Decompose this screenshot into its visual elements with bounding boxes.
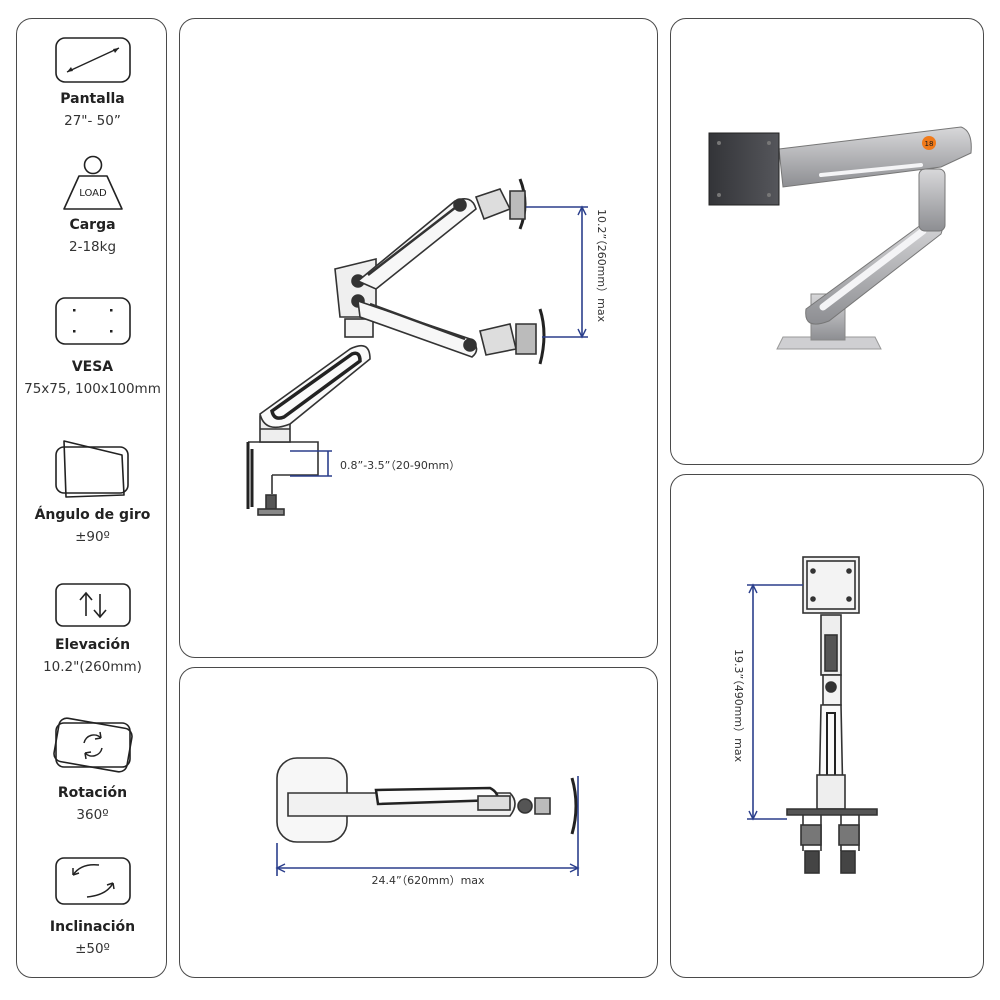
- spec-label: Inclinación: [49, 919, 136, 935]
- front-view-panel: 19.3”（490mm）max: [670, 474, 984, 978]
- tilt-icon: [54, 857, 131, 905]
- spec-value: 2-18kg: [68, 239, 117, 255]
- up-down-arrows-icon: [54, 583, 131, 627]
- spec-label: Rotación: [57, 785, 128, 801]
- spec-label: VESA: [71, 359, 114, 375]
- spec-value: ±50º: [75, 941, 110, 957]
- vesa-pattern-icon: [54, 297, 131, 345]
- spec-label: Elevación: [54, 637, 131, 653]
- height-dimension-label: 19.3”（490mm）max: [732, 649, 745, 763]
- spec-screen: Pantalla 27"- 50”: [17, 35, 166, 129]
- monitor-arm-front-drawing: [786, 556, 878, 874]
- spec-swivel: Ángulo de giro ±90º: [17, 437, 166, 545]
- spec-load: LOAD Carga 2-18kg: [17, 155, 166, 255]
- clamp-dimension: 0.8”-3.5”（20-90mm）: [290, 450, 460, 477]
- specs-panel: Pantalla 27"- 50” LOAD Carga 2-18kg VESA…: [16, 18, 167, 978]
- front-view-diagram: 19.3”（490mm）max: [732, 556, 878, 874]
- spec-value: 360º: [76, 807, 109, 823]
- spec-value: 75x75, 100x100mm: [24, 381, 161, 397]
- height-dimension: 19.3”（490mm）max: [732, 583, 803, 821]
- spec-rotation: Rotación 360º: [17, 713, 166, 823]
- spec-label: Pantalla: [60, 91, 125, 107]
- spec-label: Ángulo de giro: [34, 507, 151, 523]
- product-photo: 18: [708, 126, 972, 350]
- spec-value: ±90º: [75, 529, 110, 545]
- side-view-panel: 10.2”（260mm）max 0.8”-3.5”（20-90mm）: [179, 18, 658, 658]
- load-weight-icon: LOAD: [62, 155, 123, 210]
- spec-label: Carga: [69, 217, 116, 233]
- spec-tilt: Inclinación ±50º: [17, 855, 166, 957]
- spec-vesa: VESA 75x75, 100x100mm: [17, 295, 166, 397]
- spec-value: 27"- 50”: [64, 113, 121, 129]
- diagonal-screen-icon: [54, 37, 131, 83]
- top-view-diagram: 24.4”（620mm）max: [275, 757, 580, 887]
- spec-lift: Elevación 10.2"(260mm): [17, 581, 166, 675]
- rotation-icon: [52, 717, 133, 773]
- load-icon-text: LOAD: [79, 188, 107, 199]
- top-view-panel: 24.4”（620mm）max: [179, 667, 658, 978]
- reach-dimension: 24.4”（620mm）max: [275, 776, 580, 887]
- side-view-diagram: 10.2”（260mm）max 0.8”-3.5”（20-90mm）: [246, 178, 608, 516]
- brand-logo-text: 18: [925, 140, 934, 148]
- product-photo-panel: 18: [670, 18, 984, 465]
- lift-dimension: 10.2”（260mm）max: [526, 205, 608, 339]
- monitor-arm-side-drawing: [246, 178, 546, 516]
- swivel-icon: [54, 440, 129, 498]
- reach-dimension-label: 24.4”（620mm）max: [371, 874, 485, 887]
- monitor-arm-top-drawing: [276, 757, 578, 843]
- clamp-dimension-label: 0.8”-3.5”（20-90mm）: [340, 459, 460, 472]
- lift-dimension-label: 10.2”（260mm）max: [595, 209, 608, 323]
- spec-value: 10.2"(260mm): [43, 659, 142, 675]
- brand-logo-icon: [922, 136, 936, 150]
